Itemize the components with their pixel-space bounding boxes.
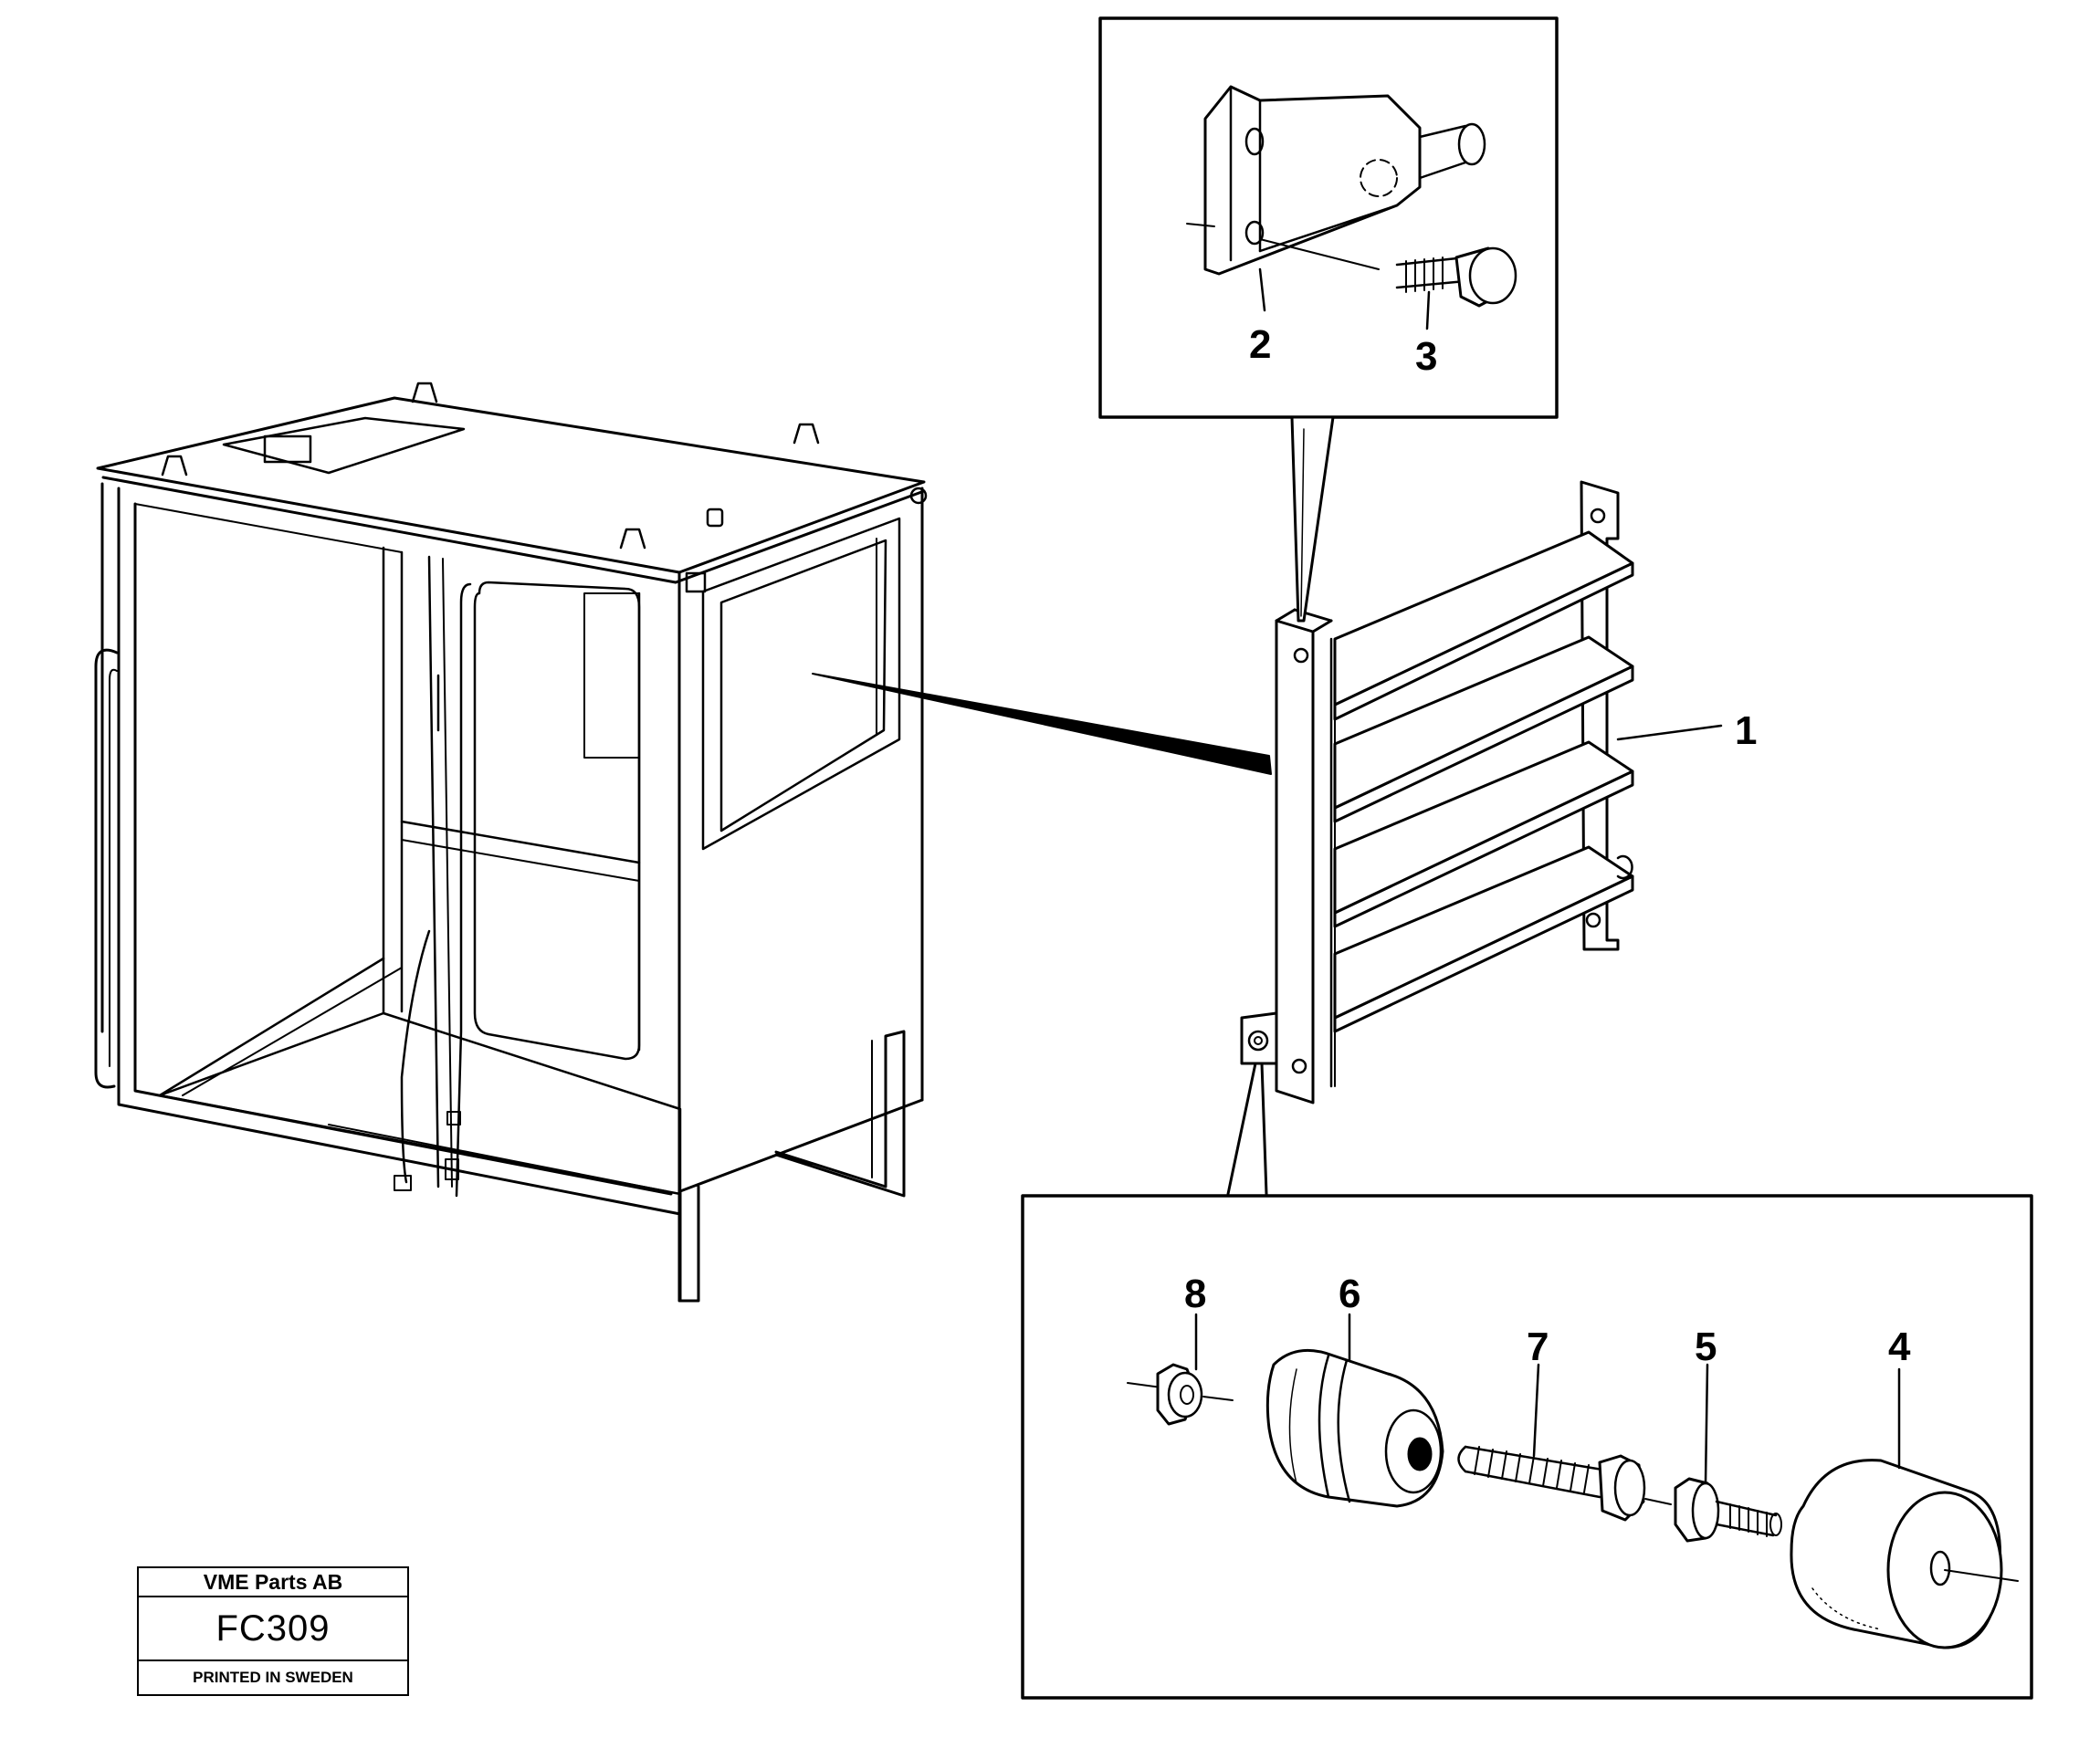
- bolt-part-3: [1259, 238, 1517, 308]
- title-block: VME Parts AB FC309 PRINTED IN SWEDEN: [137, 1566, 409, 1696]
- bracket-part-2: [1186, 85, 1486, 276]
- leader-3: [1425, 290, 1431, 330]
- nut-part-8: [1127, 1363, 1234, 1426]
- callout-8: 8: [1184, 1272, 1206, 1316]
- callout-4: 4: [1888, 1324, 1911, 1369]
- stud-part-7: [1457, 1445, 1672, 1522]
- callout-5: 5: [1695, 1324, 1717, 1369]
- company-name: VME Parts AB: [139, 1568, 407, 1597]
- leader-1: [1616, 724, 1723, 741]
- callout-1: 1: [1735, 708, 1757, 753]
- rubber-mount-part-6: [1265, 1348, 1444, 1508]
- leader-7: [1532, 1363, 1540, 1458]
- detail-box-bottom: [1021, 1062, 2033, 1700]
- callout-6: 6: [1339, 1272, 1360, 1316]
- cab-frame: [94, 382, 928, 1303]
- leader-2: [1258, 267, 1266, 312]
- louvre-assembly: [1240, 480, 1634, 1105]
- nut-part-5: [1674, 1477, 1782, 1543]
- callout-7: 7: [1527, 1324, 1549, 1369]
- callout-2: 2: [1249, 322, 1271, 367]
- callout-3: 3: [1415, 334, 1437, 379]
- cab-window-leader: [812, 673, 1272, 775]
- buffer-part-4: [1790, 1459, 2019, 1649]
- detail-box-top: [1098, 16, 1559, 623]
- leader-5: [1704, 1363, 1709, 1485]
- figure-code: FC309: [139, 1597, 407, 1661]
- printed-note: PRINTED IN SWEDEN: [193, 1669, 353, 1686]
